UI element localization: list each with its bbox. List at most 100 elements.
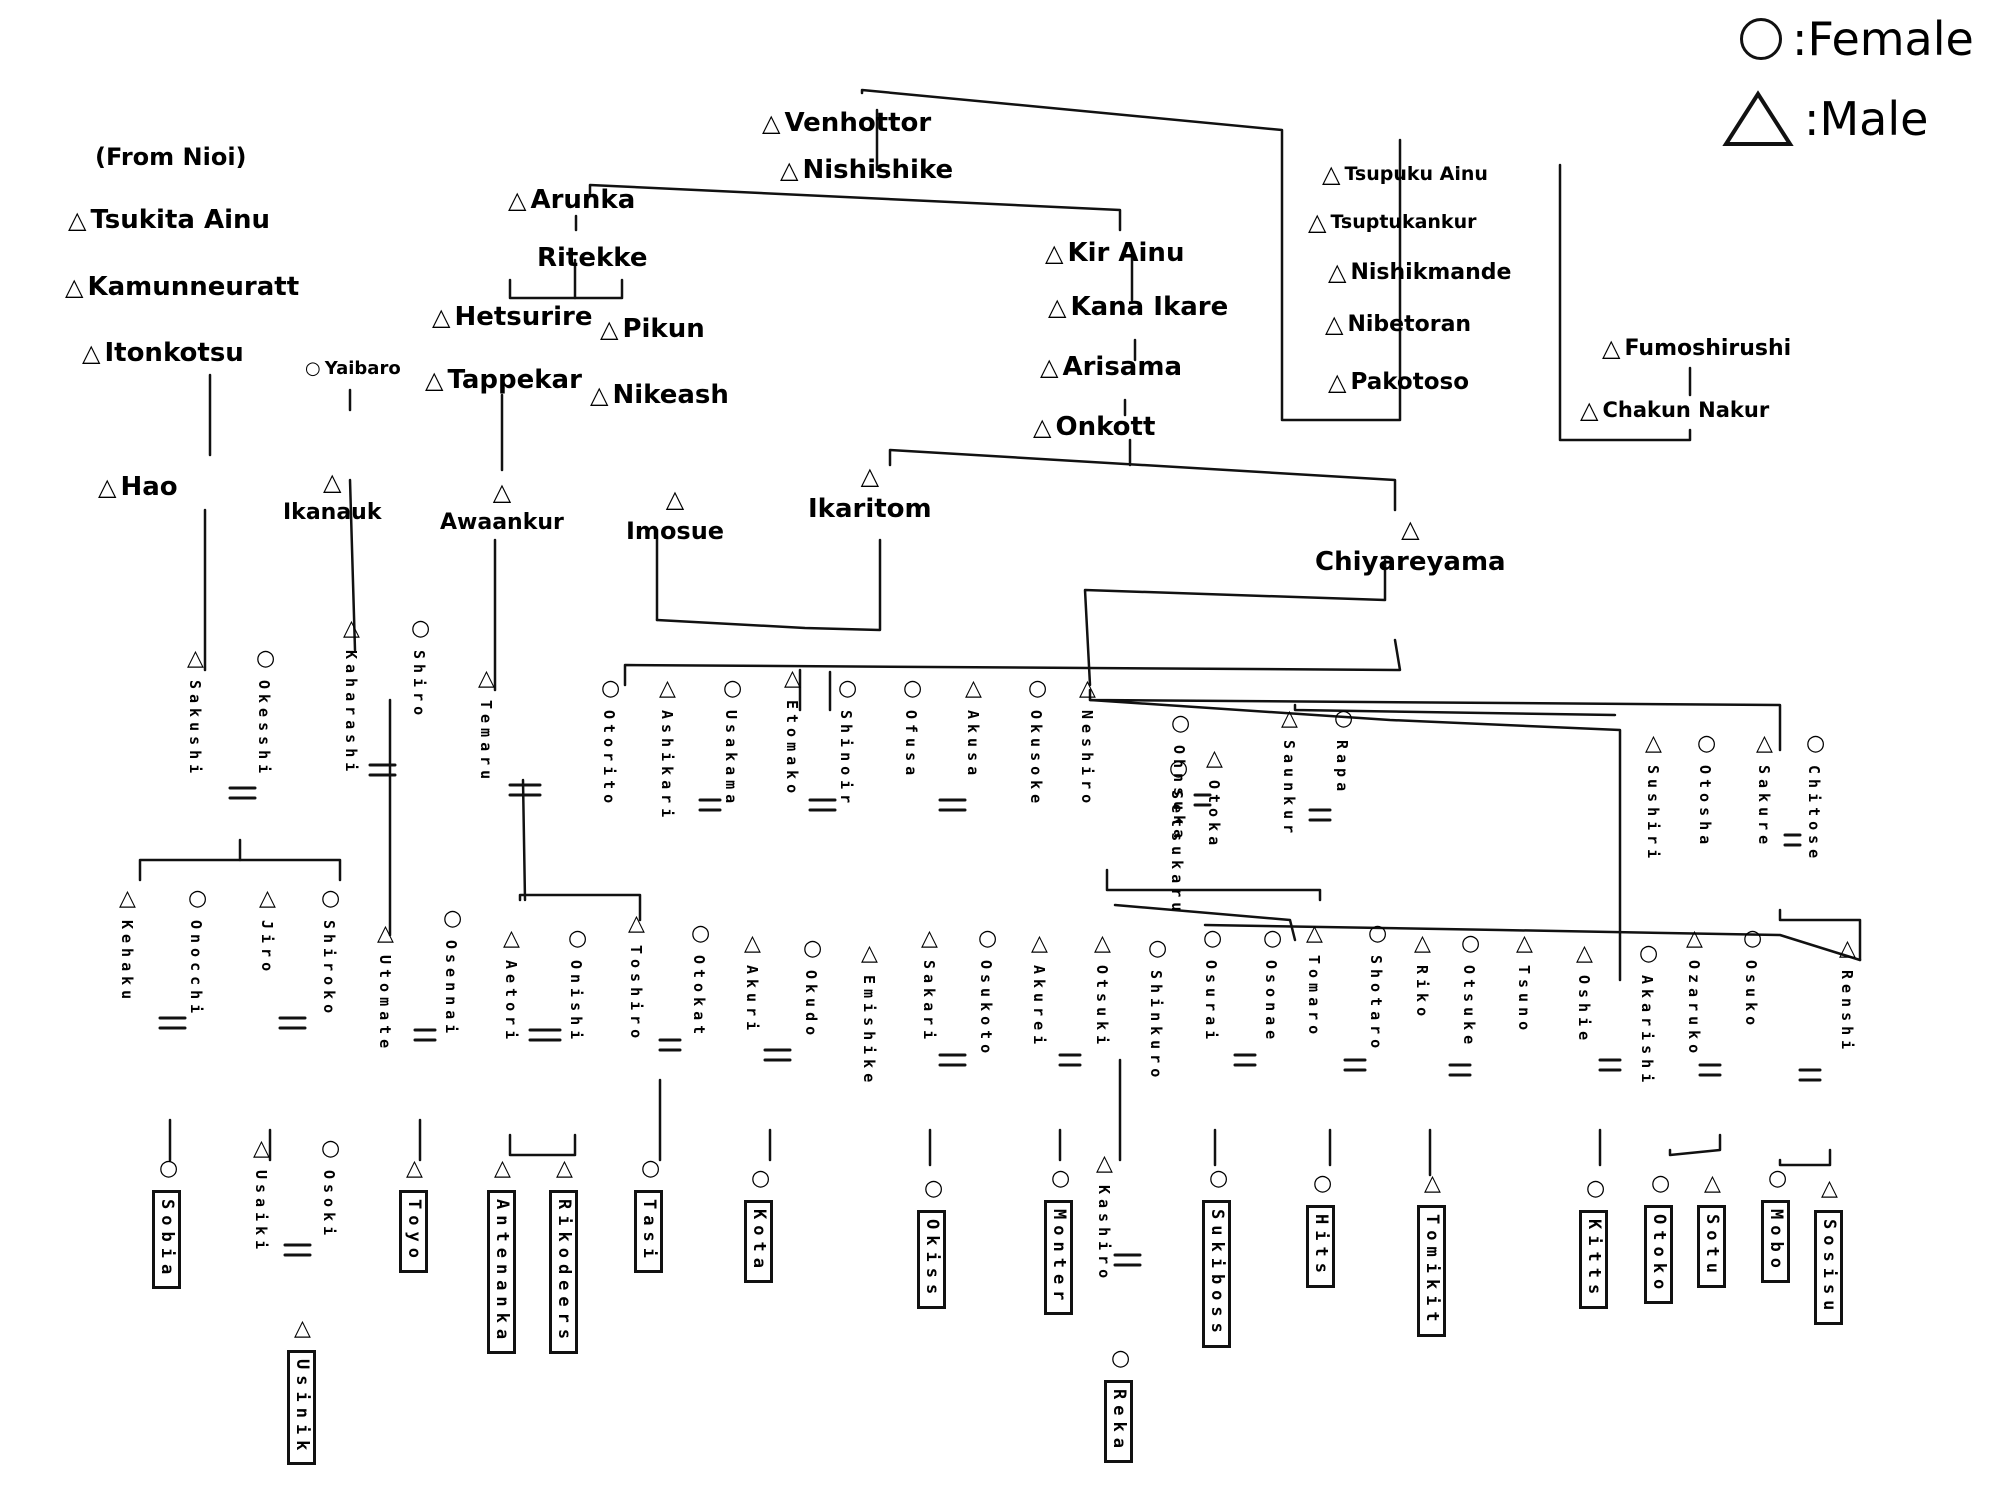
male-icon: △ [1704,1171,1721,1196]
male-icon: △ [1602,334,1621,362]
gen4-person-9: Otokat [690,955,708,1040]
male-icon: △ [665,485,685,513]
male-icon: △ [1401,515,1420,543]
male-icon: △ [1756,731,1773,756]
female-icon: ○ [1461,931,1481,956]
gen3-person-13: Neshiro [1078,710,1096,809]
gen3-person-10: Ofusa [902,710,920,781]
gen4-person-24: Tsuno [1515,965,1533,1036]
male-icon: △ [590,381,609,409]
gen4-person-13: Sakari [920,960,938,1045]
female-icon: ○ [1028,676,1048,701]
gen3-person-1: Okesshi [255,680,273,779]
female-icon: ○ [1263,926,1283,951]
female-icon: ○ [1806,731,1826,756]
male-icon: △ [1306,921,1323,946]
male-icon: △ [1308,208,1327,236]
gen3-person-15: Saunkur [1280,740,1298,839]
male-icon: △ [600,315,619,343]
gen5-person-14: Hits [1306,1205,1335,1288]
male-icon: △ [68,206,87,234]
male-triangle-icon [1722,90,1794,146]
male-icon: △ [1839,936,1856,961]
gen5-person-1: Usaiki [252,1170,270,1255]
male-icon: △ [1686,926,1703,951]
node-nibetoran: △Nibetoran [1325,310,1472,338]
gen3-person-7: Usakama [722,710,740,809]
gen3-person-12: Okusoke [1027,710,1045,809]
gen4-person-16: Otsuki [1093,965,1111,1050]
gen5-person-16: Kitts [1579,1210,1608,1310]
node-kir-ainu: △Kir Ainu [1045,238,1185,268]
gen4-person-12: Emishike [860,975,878,1088]
gen3-person-4: Temaru [477,700,495,785]
gen4-person-17: Shinkuro [1147,970,1165,1083]
female-icon: ○ [1768,1166,1788,1191]
male-icon: △ [82,339,101,367]
female-icon: ○ [1111,1346,1131,1371]
gen5-person-5: Antenanka [487,1190,516,1355]
male-icon: △ [1645,731,1662,756]
male-icon: △ [860,462,880,490]
female-icon: ○ [188,886,208,911]
female-icon: ○ [321,886,341,911]
gen4-person-19: Osonae [1262,960,1280,1045]
male-icon: △ [1516,931,1533,956]
node-onkott: △Onkott [1033,412,1156,442]
male-icon: △ [508,186,527,214]
gen4-person-22: Riko [1413,965,1431,1022]
gen3-person-20: Chitose [1805,765,1823,864]
male-icon: △ [762,109,781,137]
gen4-person-4: Utomate [376,955,394,1054]
node-arisama: △Arisama [1040,352,1182,382]
gen5-person-10: Monter [1044,1200,1073,1316]
male-icon: △ [659,676,676,701]
male-icon: △ [1040,353,1059,381]
female-icon: ○ [601,676,621,701]
node-venhottor: △Venhottor [762,108,932,138]
female-icon: ○ [1169,756,1189,781]
gen5-person-0: Sobia [152,1190,181,1290]
male-icon: △ [425,366,444,394]
female-icon: ○ [838,676,858,701]
female-icon: ○ [903,676,923,701]
female-icon: ○ [305,358,321,379]
gen4-person-10: Akuri [743,965,761,1036]
gen4-person-20: Tomaro [1305,955,1323,1040]
gen5-person-18: Sotu [1697,1205,1726,1288]
female-icon: ○ [803,936,823,961]
female-icon: ○ [1148,936,1168,961]
gen5-person-17: Otoko [1644,1205,1673,1305]
female-icon: ○ [1586,1176,1606,1201]
female-icon: ○ [924,1176,944,1201]
male-icon: △ [323,468,342,496]
gen5-person-2: Osoki [320,1170,338,1241]
gen4-person-18: Osurai [1202,960,1220,1045]
gen4-person-2: Jiro [258,920,276,977]
node-hao: △Hao [98,472,178,502]
gen5-person-19: Mobo [1761,1200,1790,1283]
node-chiyareyama: △Chiyareyama [1315,515,1506,577]
gen3-person-6: Ashikari [658,710,676,823]
gen3-person-18: Otosha [1696,765,1714,850]
gen4-person-14: Osukoto [977,960,995,1059]
gen5-person-3: Usinik [287,1350,316,1466]
legend-female-label: :Female [1792,12,1974,66]
female-circle-icon [1740,18,1782,60]
female-icon: ○ [1313,1171,1333,1196]
gen3-person-0: Sakushi [186,680,204,779]
gen4-person-21: Shotaro [1367,955,1385,1054]
gen5-person-12: Reka [1104,1380,1133,1463]
female-icon: ○ [1171,711,1191,736]
male-icon: △ [1821,1176,1838,1201]
gen4-person-5: Osennai [442,940,460,1039]
male-icon: △ [98,473,117,501]
node-tsupuku-ainu: △Tsupuku Ainu [1322,160,1488,188]
legend-female: :Female [1740,12,1974,66]
gen4-person-15: Akurei [1030,965,1048,1050]
gen4-person-6: Aetori [502,960,520,1045]
female-icon: ○ [443,906,463,931]
gen3-person-14: Ohnsuka [1170,745,1188,844]
male-icon: △ [1096,1151,1113,1176]
